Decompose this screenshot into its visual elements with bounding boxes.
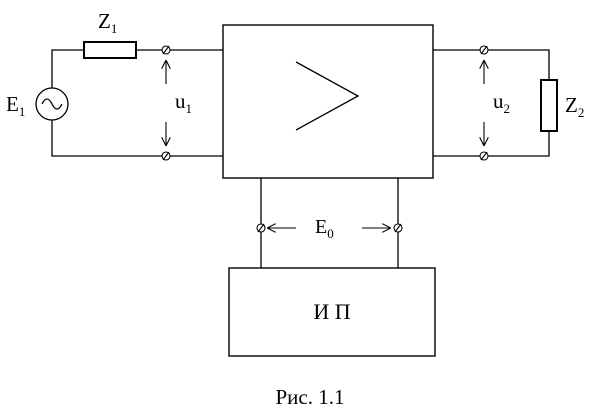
input-circuit: [35, 41, 223, 161]
amplifier-block: [222, 24, 434, 179]
terminal-out-bottom: [479, 151, 489, 161]
z1-label: Z1: [98, 9, 117, 36]
terminal-in-top: [161, 45, 171, 55]
terminal-in-bottom: [161, 151, 171, 161]
terminal-supply-left: [256, 223, 266, 233]
z2-label: Z2: [565, 93, 584, 120]
terminal-out-top: [479, 45, 489, 55]
e1-label: E1: [6, 92, 25, 119]
power-supply-label: И П: [313, 299, 350, 324]
resistor-z1: [83, 41, 137, 59]
figure-caption: Рис. 1.1: [276, 385, 345, 409]
output-circuit: [433, 45, 558, 161]
e0-label: E0: [315, 216, 334, 241]
terminal-supply-right: [393, 223, 403, 233]
output-bottom-wire: [487, 131, 550, 157]
amplifier-triangle-icon: [295, 61, 360, 131]
power-supply-block: [228, 267, 436, 357]
resistor-z2: [540, 79, 558, 132]
u1-label: u1: [175, 89, 192, 116]
input-source-top-wire: [51, 49, 84, 88]
power-circuit: [228, 178, 436, 357]
ac-source-e1: [35, 87, 69, 121]
output-top-wire: [487, 49, 550, 80]
sine-wave-icon: [41, 98, 63, 110]
u2-label: u2: [493, 89, 510, 116]
input-bottom-wire: [51, 120, 163, 157]
